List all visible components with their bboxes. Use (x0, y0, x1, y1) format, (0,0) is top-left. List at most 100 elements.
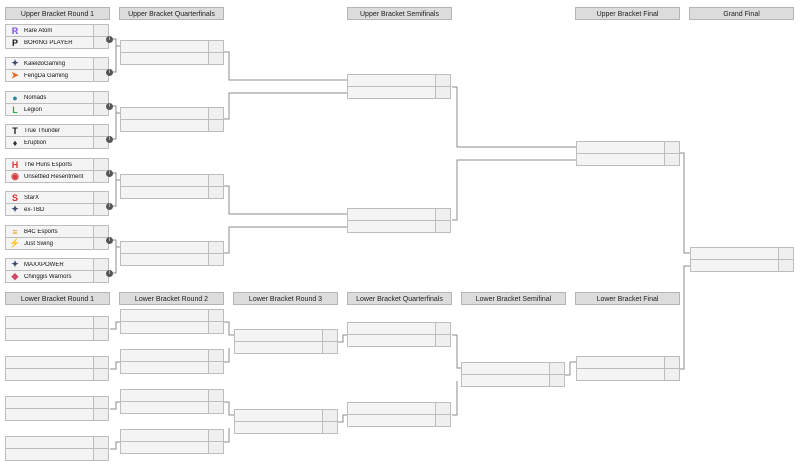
lb-r2-match-4[interactable] (120, 429, 224, 454)
empty-team-slot[interactable] (5, 328, 109, 341)
header-ub-round1: Upper Bracket Round 1 (5, 7, 110, 20)
lb-r1-match-3[interactable] (5, 396, 109, 421)
grand-final-match[interactable] (690, 247, 794, 272)
empty-team-slot[interactable] (576, 153, 680, 166)
ub-r1-match-8[interactable]: ✦ MAXXPOWER ◆ Chinggis Warriors i (5, 258, 113, 283)
team-slot[interactable]: ✦ ex-TBD (5, 203, 109, 216)
empty-team-slot[interactable] (234, 421, 338, 434)
empty-team-slot[interactable] (120, 253, 224, 266)
score-cell (664, 369, 679, 380)
score-cell (93, 125, 108, 136)
empty-team-slot[interactable] (347, 86, 451, 99)
team-slot[interactable]: ➤ FengDa Gaming (5, 69, 109, 82)
score-cell (93, 449, 108, 460)
empty-team-slot[interactable] (234, 341, 338, 354)
ub-qf-match-2[interactable] (120, 107, 224, 132)
empty-team-slot[interactable] (120, 401, 224, 414)
ub-sf-match-1[interactable] (347, 74, 451, 99)
empty-team-slot[interactable] (120, 361, 224, 374)
score-cell (93, 329, 108, 340)
score-cell (208, 175, 223, 186)
match-info-icon[interactable]: i (106, 36, 113, 43)
team-name: Unsettled Resentment (24, 173, 84, 180)
lb-r2-match-3[interactable] (120, 389, 224, 414)
lb-r3-match-1[interactable] (234, 329, 338, 354)
match-info-icon[interactable]: i (106, 270, 113, 277)
match-info-icon[interactable]: i (106, 170, 113, 177)
score-cell (93, 259, 108, 270)
empty-team-slot[interactable] (120, 119, 224, 132)
team-slot[interactable]: ♦ Eruption (5, 136, 109, 149)
match-info-icon[interactable]: i (106, 237, 113, 244)
empty-team-slot[interactable] (690, 259, 794, 272)
ub-sf-match-2[interactable] (347, 208, 451, 233)
team-name: Nomads (24, 94, 47, 101)
empty-team-slot[interactable] (461, 374, 565, 387)
empty-team-slot[interactable] (5, 368, 109, 381)
ub-r1-match-2[interactable]: ✦ KaleidoGaming ➤ FengDa Gaming i (5, 57, 113, 82)
match-info-icon[interactable]: i (106, 103, 113, 110)
lb-r3-match-2[interactable] (234, 409, 338, 434)
lb-final-match[interactable] (576, 356, 680, 381)
lb-sf-match[interactable] (461, 362, 565, 387)
team-slot[interactable]: ◉ Unsettled Resentment (5, 170, 109, 183)
score-cell (549, 363, 564, 374)
empty-team-slot[interactable] (120, 441, 224, 454)
empty-team-slot[interactable] (347, 414, 451, 427)
empty-team-slot[interactable] (120, 186, 224, 199)
lb-qf-match-1[interactable] (347, 322, 451, 347)
empty-team-slot[interactable] (5, 448, 109, 461)
ub-r1-match-6[interactable]: S StarX ✦ ex-TBD i (5, 191, 113, 216)
team-name: Chinggis Warriors (24, 273, 72, 280)
score-cell (93, 104, 108, 115)
team-slot[interactable]: R Rare Atom (5, 24, 109, 37)
empty-team-slot[interactable] (120, 321, 224, 334)
maxxpower-logo-icon: ✦ (11, 259, 19, 269)
team-name: Rare Atom (24, 27, 53, 34)
header-lb-round1: Lower Bracket Round 1 (5, 292, 110, 305)
unsettled-resentment-logo-icon: ◉ (11, 171, 19, 181)
fengda-gaming-logo-icon: ➤ (11, 70, 19, 80)
lb-r2-match-2[interactable] (120, 349, 224, 374)
lb-r1-match-1[interactable] (5, 316, 109, 341)
score-cell (93, 58, 108, 69)
lb-r1-match-2[interactable] (5, 356, 109, 381)
ub-r1-match-3[interactable]: ● Nomads L Legion i (5, 91, 113, 116)
lb-qf-match-2[interactable] (347, 402, 451, 427)
empty-team-slot[interactable] (576, 368, 680, 381)
ub-r1-match-1[interactable]: R Rare Atom P BORING PLAYER i (5, 24, 113, 49)
ub-r1-match-4[interactable]: T True Thunder ♦ Eruption i (5, 124, 113, 149)
ub-r1-match-7[interactable]: ≡ B4C Esports ⚡ Just Swing i (5, 225, 113, 250)
header-lb-final: Lower Bracket Final (575, 292, 680, 305)
match-info-icon[interactable]: i (106, 136, 113, 143)
ub-final-match[interactable] (576, 141, 680, 166)
score-cell (93, 409, 108, 420)
empty-team-slot[interactable] (120, 52, 224, 65)
team-slot[interactable]: ● Nomads (5, 91, 109, 104)
ub-qf-match-1[interactable] (120, 40, 224, 65)
team-name: StarX (24, 194, 40, 201)
team-name: Legion (24, 106, 43, 113)
empty-team-slot[interactable] (347, 334, 451, 347)
team-name: B4C Esports (24, 228, 58, 235)
team-slot[interactable]: P BORING PLAYER (5, 36, 109, 49)
score-cell (208, 390, 223, 401)
team-name: True Thunder (24, 127, 61, 134)
team-slot[interactable]: L Legion (5, 103, 109, 116)
boring-player-logo-icon: P (11, 37, 18, 48)
ub-r1-match-5[interactable]: H The Huns Esports ◉ Unsettled Resentmen… (5, 158, 113, 183)
team-slot[interactable]: ≡ B4C Esports (5, 225, 109, 238)
ub-qf-match-4[interactable] (120, 241, 224, 266)
lb-r2-match-1[interactable] (120, 309, 224, 334)
match-info-icon[interactable]: i (106, 203, 113, 210)
empty-team-slot[interactable] (5, 408, 109, 421)
team-slot[interactable]: ⚡ Just Swing (5, 237, 109, 250)
team-name: MAXXPOWER (24, 261, 64, 268)
team-slot[interactable]: ◆ Chinggis Warriors (5, 270, 109, 283)
score-cell (322, 422, 337, 433)
match-info-icon[interactable]: i (106, 69, 113, 76)
lb-r1-match-4[interactable] (5, 436, 109, 461)
ub-qf-match-3[interactable] (120, 174, 224, 199)
score-cell (93, 159, 108, 170)
empty-team-slot[interactable] (347, 220, 451, 233)
